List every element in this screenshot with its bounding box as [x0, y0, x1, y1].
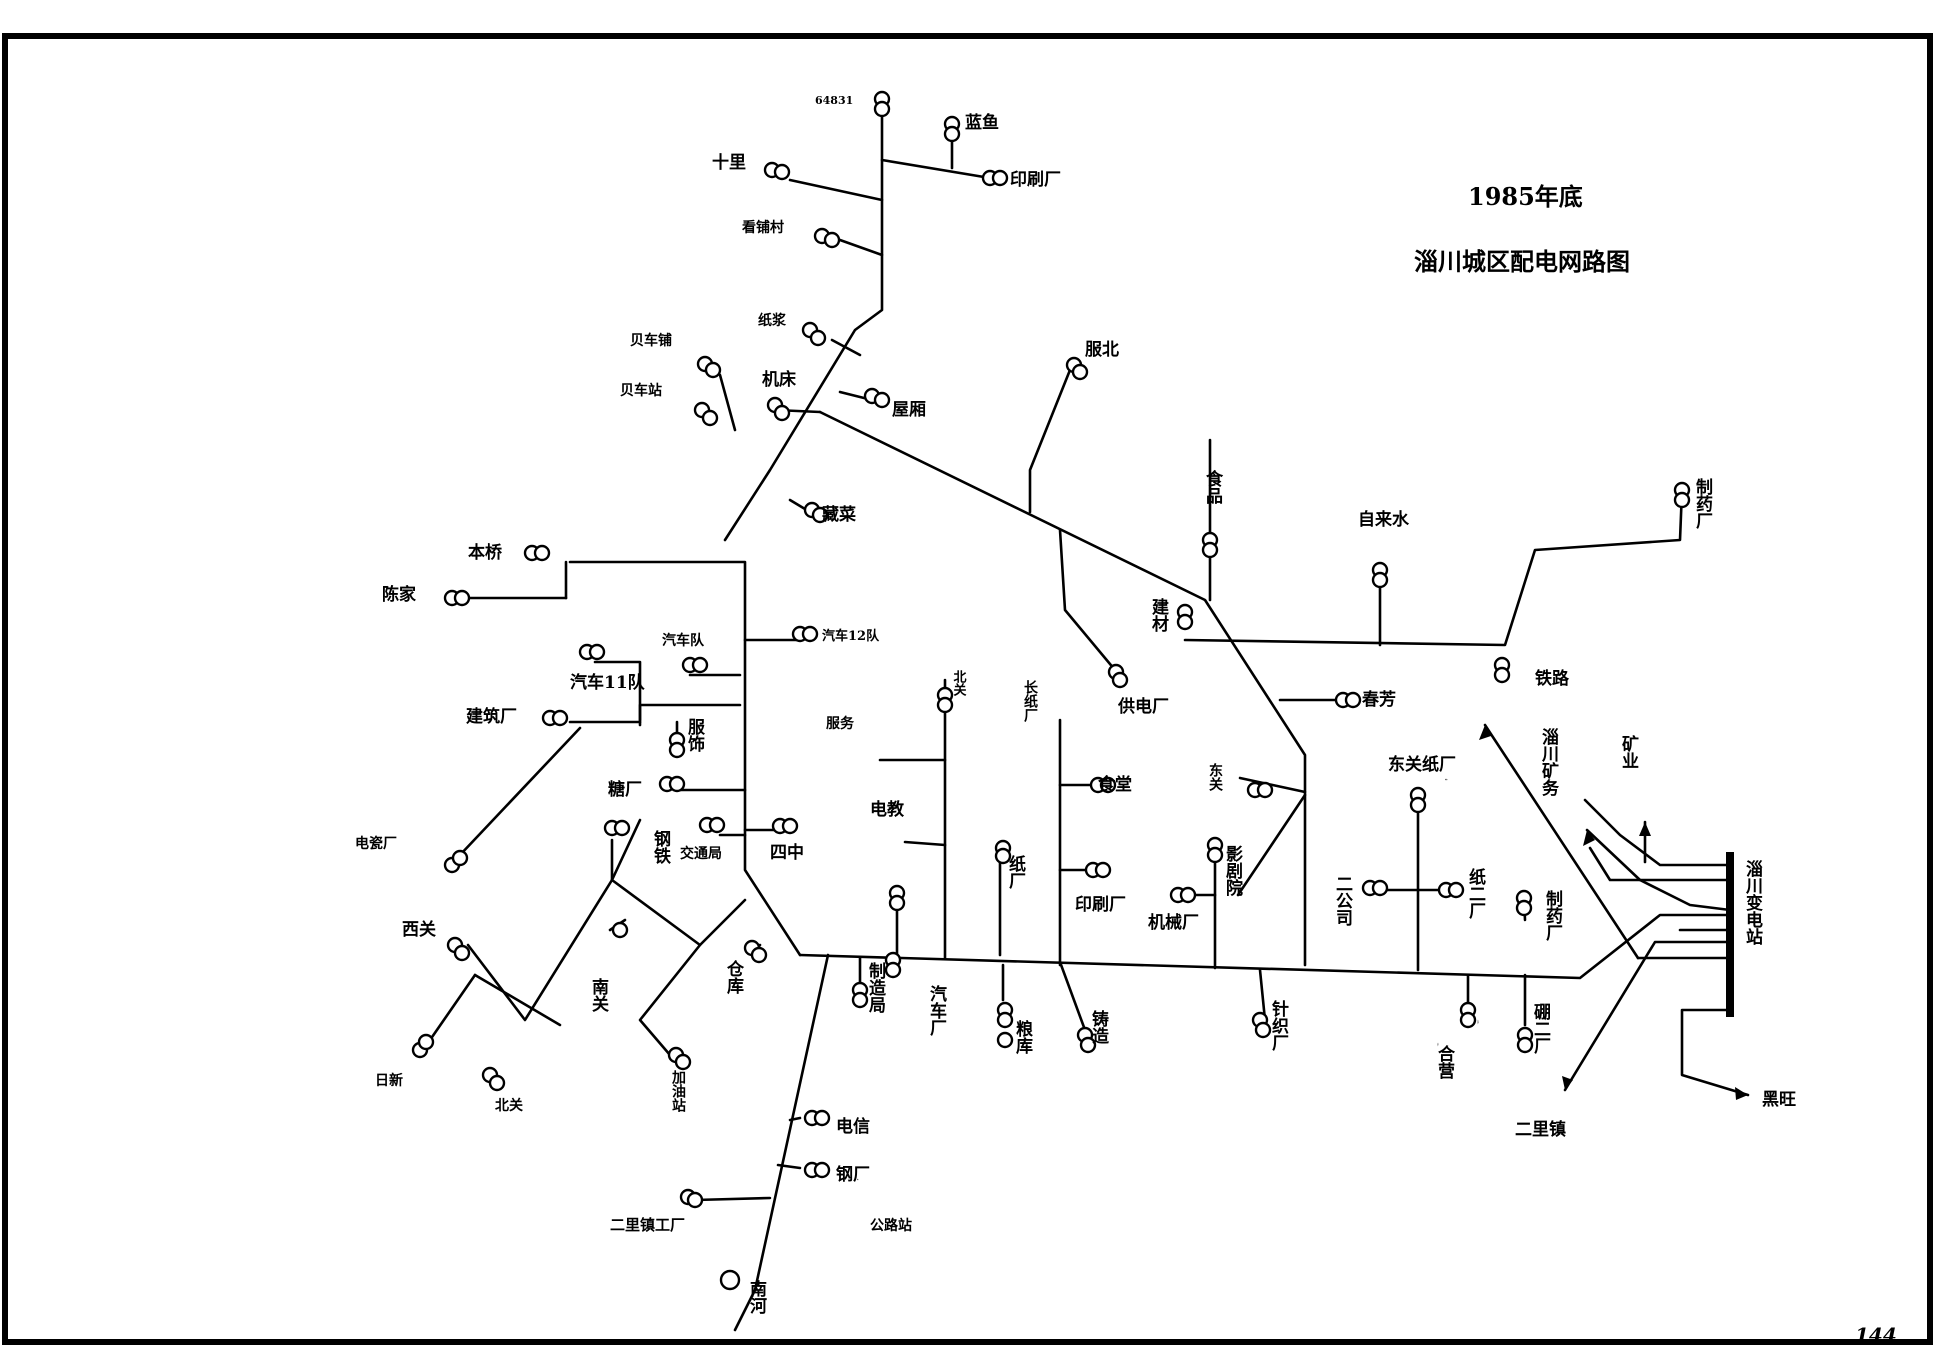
substation-bus-bar	[1726, 852, 1734, 1017]
node-label: 铁路	[1535, 668, 1570, 689]
node-label: 十里	[712, 152, 746, 173]
node-label: 仓库	[723, 959, 745, 995]
node-label: 钢厂	[857, 1178, 859, 1181]
node-label: 印刷厂	[1075, 895, 1126, 915]
node-label: 电瓷厂	[355, 835, 397, 852]
node-label: 四中	[770, 842, 804, 863]
node-label: 贝车铺	[630, 332, 672, 349]
node-label: 春芳	[1362, 689, 1396, 710]
node-label: 铸造	[1088, 1009, 1109, 1044]
node-label: 纸二厂	[1465, 867, 1486, 920]
node-label: 服饰	[684, 718, 705, 753]
node-label: 陈家	[382, 584, 416, 605]
node-label: 汽车队	[662, 632, 705, 649]
node-label: 二公司	[1332, 875, 1353, 926]
node-label: 汽车11队	[570, 672, 646, 693]
node-label: 硼二厂	[1530, 1003, 1551, 1055]
outlet-label: 硫铁厂	[1444, 778, 1448, 781]
node-label: 交通局	[680, 845, 722, 862]
page-number: 144	[1855, 1323, 1897, 1347]
node-label: 针织厂	[1437, 1042, 1439, 1047]
node-label: 日新	[375, 1072, 403, 1089]
node-label: 蓝鱼	[965, 112, 999, 133]
outlet-label: 黑旺	[1762, 1090, 1796, 1110]
node-label: 钢铁	[650, 829, 671, 865]
node-label: 西关	[402, 919, 436, 940]
node-label: 制造局	[865, 961, 886, 1014]
node-label: 64831	[815, 94, 853, 107]
outlet-label: 二里镇	[1515, 1119, 1566, 1140]
node-label: 南河	[746, 1279, 767, 1315]
node-label: 针织厂	[1268, 999, 1289, 1052]
node-label: 服北	[1085, 340, 1119, 360]
node-label: 粮食局	[1023, 1021, 1026, 1026]
node-label: 加油站	[670, 1070, 687, 1113]
node-label: 电信	[836, 1116, 870, 1137]
node-label: 看铺村	[741, 219, 784, 236]
node-label: 南关	[588, 977, 609, 1013]
node-label: 合营	[1434, 1044, 1455, 1080]
node-label: 汽车修厂	[1477, 1019, 1479, 1025]
node-label: 食品	[1202, 469, 1223, 505]
node-label: 自来水	[1358, 509, 1410, 530]
arrow-heads	[1479, 725, 1748, 1100]
node-label: 电教	[870, 799, 905, 820]
diagram-year: 1985年底	[1468, 182, 1583, 211]
node-label: 制药厂	[1542, 889, 1563, 942]
node-label: 本桥	[468, 542, 503, 563]
node-label: 建筑厂	[466, 706, 517, 727]
node-label: 纸浆	[758, 312, 787, 329]
node-label: 长纸厂	[1022, 679, 1038, 723]
node-label: 机床	[762, 369, 797, 390]
node-label: 屋厢	[892, 400, 926, 420]
node-label: 藏菜	[822, 505, 857, 525]
diagram-title: 淄川城区配电网路图	[1414, 247, 1630, 276]
node-label: 北关	[495, 1097, 523, 1114]
node-label: 东关	[1207, 762, 1223, 792]
substation-label: 淄川变电站	[1742, 859, 1764, 946]
node-label: 建材	[1148, 597, 1169, 633]
node-label: 影剧院	[1222, 845, 1243, 896]
node-label: 供电厂	[1117, 696, 1169, 717]
node-label: 贝车站	[620, 382, 662, 399]
page-border	[2, 33, 1933, 1345]
node-label: 汽车12队	[822, 628, 880, 644]
node-label: 公路站	[870, 1217, 912, 1234]
node-label: 粮库	[1012, 1019, 1033, 1055]
node-label: 机械厂	[1148, 912, 1199, 933]
node-label: 纸厂	[1005, 854, 1026, 890]
node-label: 钢厂	[836, 1164, 870, 1185]
node-labels: 64831 蓝鱼 印刷厂 十里 看铺村 纸浆 贝车铺 贝车站 机床 屋厢 藏菜 …	[355, 94, 1713, 1315]
node-label: 汽车厂	[926, 984, 947, 1037]
node-label: 食堂	[1098, 774, 1132, 795]
node-label: 印刷厂	[1010, 170, 1061, 190]
node-label: 二里镇工厂	[610, 1216, 685, 1234]
node-label: 东关纸厂	[1388, 754, 1456, 775]
outlet-label: 淄川矿务	[1538, 727, 1560, 796]
node-label: 北关	[951, 670, 967, 697]
transformer-symbols	[411, 90, 1691, 1291]
node-label: 糖厂	[608, 779, 642, 800]
node-label: 制药厂	[1692, 477, 1713, 530]
outlet-label: 矿业	[1618, 734, 1639, 769]
node-label: 服务	[826, 715, 855, 732]
network-lines	[428, 106, 1750, 1332]
